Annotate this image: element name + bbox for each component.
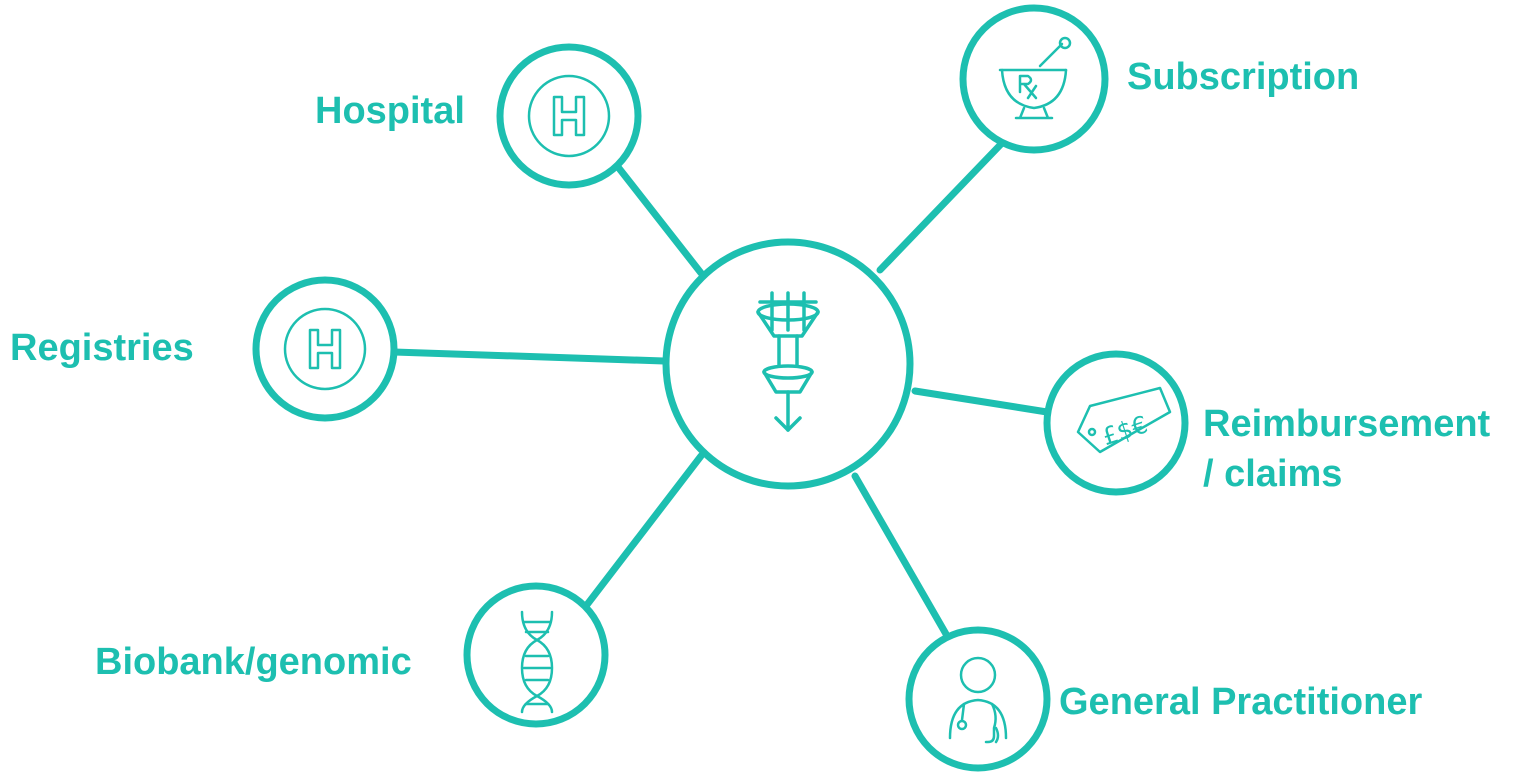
doctor-stethoscope-icon	[948, 656, 1008, 744]
biobank-node[interactable]	[463, 582, 609, 728]
connector-registries	[390, 348, 668, 365]
connector-reimbursement	[911, 387, 1051, 416]
hospital-h-icon	[283, 307, 367, 391]
connector-subscription	[876, 137, 1008, 274]
biobank-label: Biobank/genomic	[95, 641, 412, 683]
gp-node[interactable]	[905, 626, 1051, 772]
gp-label: General Practitioner	[1059, 681, 1423, 723]
dna-icon	[520, 610, 554, 714]
reimbursement-node[interactable]: £$€	[1043, 350, 1189, 496]
hospital-h-icon	[527, 74, 611, 158]
reimbursement-label-line2: / claims	[1203, 453, 1343, 495]
subscription-label: Subscription	[1127, 56, 1360, 98]
hub-node	[662, 238, 914, 490]
registries-label: Registries	[10, 327, 194, 369]
mortar-pestle-rx-icon	[998, 36, 1072, 120]
reimbursement-label-line1: Reimbursement	[1203, 403, 1491, 445]
hospital-node[interactable]	[496, 43, 642, 189]
registries-node[interactable]	[252, 276, 398, 422]
connector-hospital	[614, 163, 705, 277]
funnel-filter-icon	[756, 291, 820, 432]
connector-gp	[851, 472, 950, 638]
hospital-label: Hospital	[315, 90, 465, 132]
subscription-node[interactable]	[959, 4, 1109, 154]
connector-biobank	[582, 452, 705, 610]
